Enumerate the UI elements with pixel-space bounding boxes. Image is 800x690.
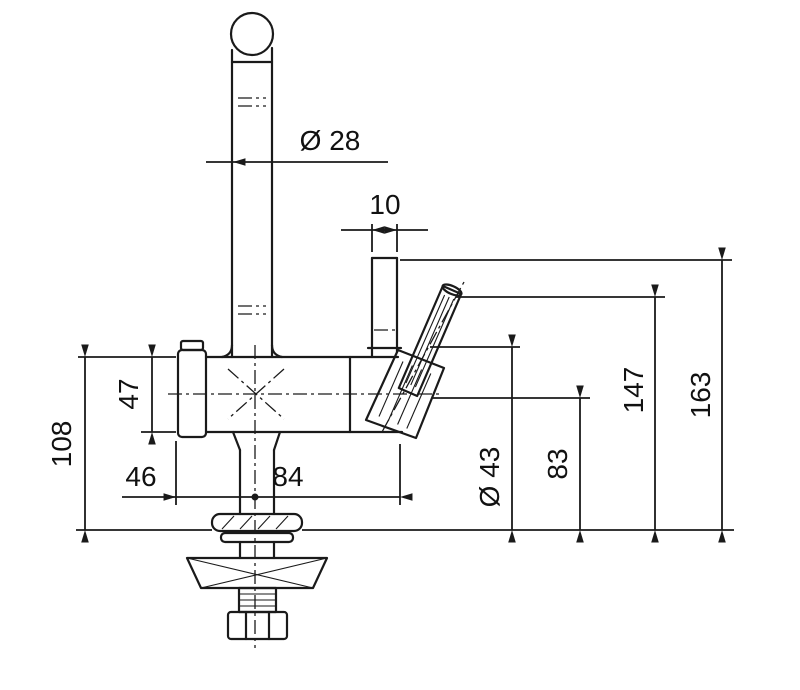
mounting-hardware (185, 430, 329, 641)
dim-108: 108 (46, 344, 176, 543)
handle-lever (364, 281, 465, 440)
dim-label-147: 147 (618, 367, 649, 414)
body (176, 339, 404, 439)
dim-label-body-diameter: Ø 43 (474, 447, 505, 508)
dim-163: 163 (400, 247, 732, 543)
outlet-pipe (366, 256, 403, 359)
dim-label-46: 46 (125, 461, 156, 492)
dim-label-83: 83 (542, 448, 573, 479)
dim-46-84: 46 84 (122, 441, 413, 505)
dim-label-163: 163 (685, 372, 716, 419)
dim-spout-diameter: Ø 28 (206, 125, 388, 166)
dim-pin-width: 10 (341, 189, 428, 252)
faucet-outline (168, 11, 465, 648)
dim-47: 47 (113, 344, 176, 445)
dim-label-47: 47 (113, 378, 144, 409)
spout (220, 11, 284, 359)
dim-label-108: 108 (46, 421, 77, 468)
dim-83: 83 (432, 385, 590, 543)
dim-label-spout-diameter: Ø 28 (300, 125, 361, 156)
dim-147: 147 (456, 284, 665, 543)
dim-label-pin-width: 10 (369, 189, 400, 220)
dim-body-diameter: Ø 43 (430, 334, 520, 543)
dim-label-84: 84 (272, 461, 303, 492)
